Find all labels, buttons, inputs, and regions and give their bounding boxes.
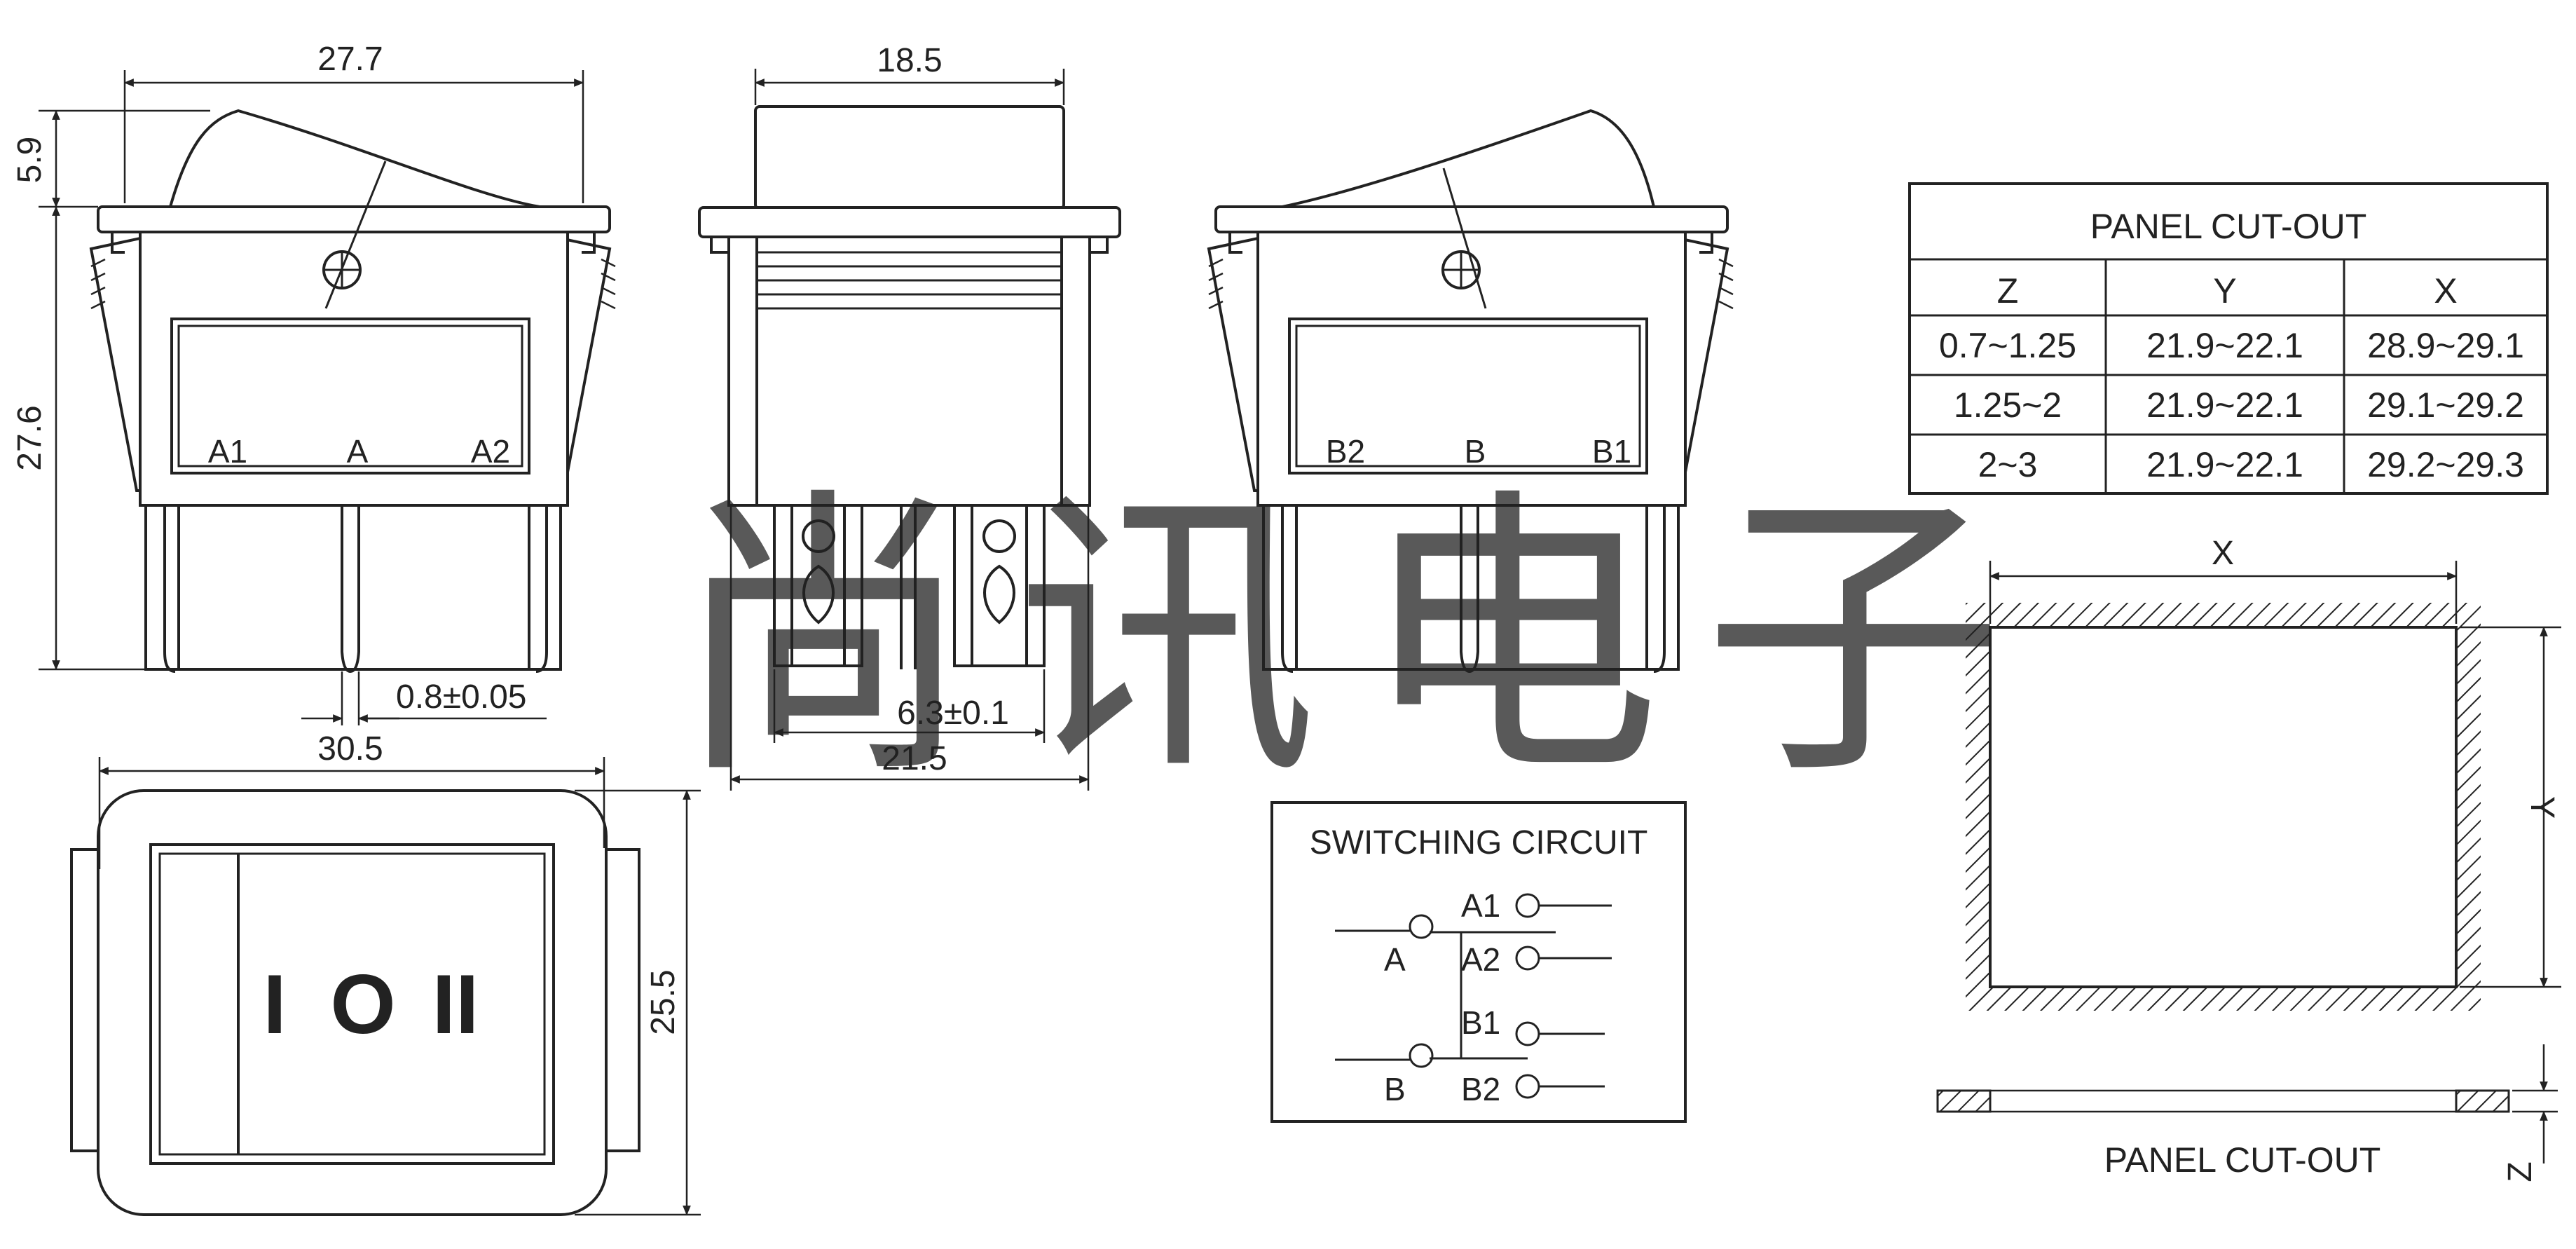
cutout-table-cell: 1.25~2: [1954, 385, 2062, 425]
dim-bezel-height: 25.5: [645, 969, 682, 1035]
cutout-table-cell: 2~3: [1978, 445, 2038, 484]
circuit-label-b: B: [1384, 1071, 1406, 1107]
switching-circuit: SWITCHING CIRCUIT A1 A A2 B1 B B2: [1270, 801, 1687, 1123]
dim-bezel-width: 30.5: [317, 730, 383, 767]
cutout-table-cell: 0.7~1.25: [1939, 326, 2076, 365]
circuit-label-b1: B1: [1461, 1004, 1500, 1041]
cutout-table-cell: 21.9~22.1: [2146, 326, 2303, 365]
top-symbol-on-2: II: [432, 957, 479, 1051]
dim-terminal-width: 6.3±0.1: [897, 695, 1009, 732]
circuit-label-a: A: [1384, 941, 1406, 978]
cutout-table-cell: 29.1~29.2: [2367, 385, 2524, 425]
front-terminal-a: A: [347, 433, 369, 470]
cutout-table-cell: 28.9~29.1: [2367, 326, 2524, 365]
rear-terminal-b2: B2: [1326, 433, 1365, 470]
dim-side-width: 18.5: [877, 42, 942, 79]
rear-terminal-b: B: [1465, 433, 1486, 470]
cutout-table-cell: 21.9~22.1: [2146, 445, 2303, 484]
watermark: 尚讯电子: [673, 471, 2046, 807]
cutout-y-label: Y: [2523, 796, 2561, 819]
panel-section-left: [1936, 1089, 1992, 1113]
dim-pin-thickness: 0.8±0.05: [396, 678, 527, 716]
cutout-table: PANEL CUT-OUT Z Y X 0.7~1.25 21.9~22.1 2…: [1908, 182, 2549, 495]
side-view: 18.5 6.3±0.1 21.5: [698, 42, 1121, 791]
cutout-caption: PANEL CUT-OUT: [2104, 1140, 2380, 1180]
circuit-label-a2: A2: [1461, 941, 1500, 978]
cutout-table-header-z: Z: [1997, 271, 2019, 310]
cutout-table-header-x: X: [2434, 271, 2457, 310]
top-view: I O II 30.5 25.5: [70, 730, 701, 1216]
dim-rocker-height: 5.9: [11, 137, 48, 184]
circuit-label-a1: A1: [1461, 887, 1500, 924]
front-view: A1 A A2 27.7 5.9 27.6 0.8±0.05: [11, 41, 616, 725]
dim-side-body-width: 21.5: [882, 740, 947, 777]
cutout-table-cell: 21.9~22.1: [2146, 385, 2303, 425]
cutout-x-label: X: [2212, 535, 2234, 572]
cutout-z-label: Z: [2502, 1161, 2539, 1182]
circuit-label-b2: B2: [1461, 1071, 1500, 1107]
front-terminal-a1: A1: [208, 433, 247, 470]
circuit-title: SWITCHING CIRCUIT: [1310, 824, 1648, 861]
panel-section-right: [2455, 1089, 2510, 1113]
top-symbol-on-1: I: [263, 957, 286, 1051]
cutout-table-title: PANEL CUT-OUT: [2090, 207, 2366, 246]
front-terminal-a2: A2: [471, 433, 510, 470]
dim-body-height: 27.6: [11, 405, 48, 470]
rear-view: B2 B B1: [1207, 109, 1734, 674]
cutout-drawing: X Y Z PANEL CUT-OUT: [1936, 535, 2561, 1182]
cutout-table-cell: 29.2~29.3: [2367, 445, 2524, 484]
top-symbol-off: O: [330, 957, 395, 1051]
dim-front-width: 27.7: [317, 41, 383, 78]
rear-terminal-b1: B1: [1592, 433, 1631, 470]
cutout-table-header-y: Y: [2213, 271, 2236, 310]
